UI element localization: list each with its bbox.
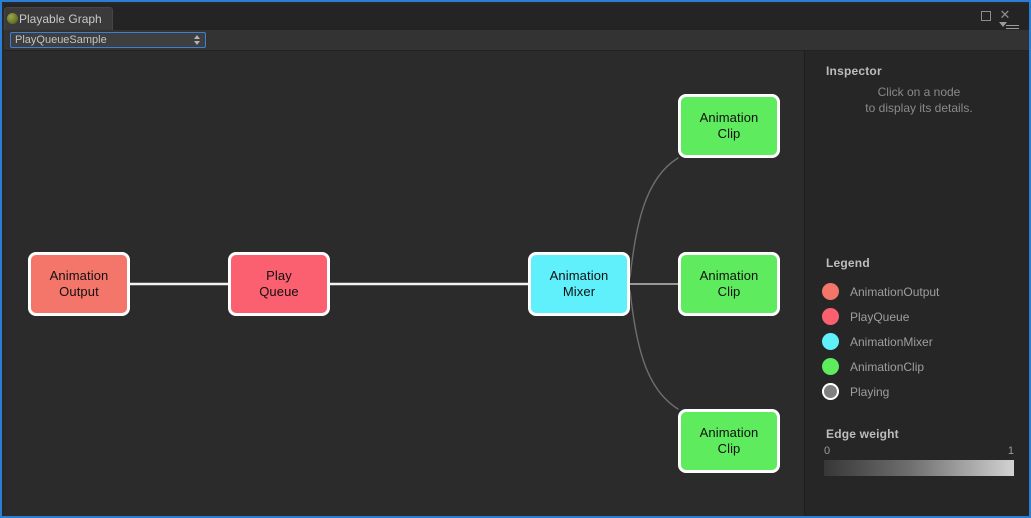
options-menu-icon[interactable] [999,21,1019,31]
legend-item: Playing [822,379,1022,404]
legend-item: AnimationClip [822,354,1022,379]
graph-edge [629,290,679,410]
legend-swatch-playing-icon [822,383,839,400]
edge-weight-scale: 0 1 [824,445,1014,476]
legend-label: AnimationClip [850,359,925,374]
node-label-line2: Clip [717,284,741,299]
legend-item: PlayQueue [822,304,1022,329]
playable-graph-icon [7,13,18,24]
inspector-hint-line1: Click on a node [877,85,961,99]
edge-weight-gradient-bar [824,460,1014,476]
edge-weight-ticks: 0 1 [824,445,1014,460]
graph-selector-value: PlayQueueSample [15,34,107,46]
graph-selector-dropdown[interactable]: PlayQueueSample [10,32,206,48]
edge-weight-max-label: 1 [1007,445,1014,457]
inspector-hint-line2: to display its details. [865,101,973,115]
legend-swatch-playqueue-icon [822,308,839,325]
maximize-icon[interactable] [981,11,991,21]
tab-label: Playable Graph [19,12,102,26]
window-controls: ✕ [979,7,1025,31]
legend-swatch-animationclip-icon [822,358,839,375]
node-label-line2: Mixer [562,284,596,299]
tab-playable-graph[interactable]: Playable Graph [4,7,113,30]
graph-edge [629,157,679,278]
legend-label: PlayQueue [850,309,910,324]
close-icon[interactable]: ✕ [999,7,1011,22]
updown-arrows-icon [193,34,201,46]
node-label-line1: Animation [699,110,759,125]
node-label-line1: Play [266,268,292,283]
graph-edges [128,157,679,410]
node-label-line2: Output [59,284,99,299]
legend-swatch-animationoutput-icon [822,283,839,300]
edge-weight-min-label: 0 [824,445,831,457]
legend-title: Legend [826,256,870,270]
legend-item: AnimationMixer [822,329,1022,354]
legend-label: Playing [850,384,890,399]
legend-label: AnimationMixer [850,334,933,349]
node-label-line1: Animation [699,425,759,440]
legend-label: AnimationOutput [850,284,940,299]
node-label-line2: Clip [717,441,741,456]
inspector-title: Inspector [826,64,882,78]
window-titlebar: Playable Graph ✕ [4,4,1029,31]
edge-weight-title: Edge weight [826,427,899,441]
node-label-line2: Clip [717,126,741,141]
node-label-line2: Queue [259,284,299,299]
toolbar: PlayQueueSample [4,30,1029,51]
legend-swatch-animationmixer-icon [822,333,839,350]
node-label-line1: Animation [699,268,759,283]
node-label-line1: Animation [549,268,609,283]
side-panel: Inspector Click on a node to display its… [804,51,1029,516]
legend-item: AnimationOutput [822,279,1022,304]
inspector-hint: Click on a node to display its details. [826,84,1012,116]
node-label-line1: Animation [49,268,109,283]
